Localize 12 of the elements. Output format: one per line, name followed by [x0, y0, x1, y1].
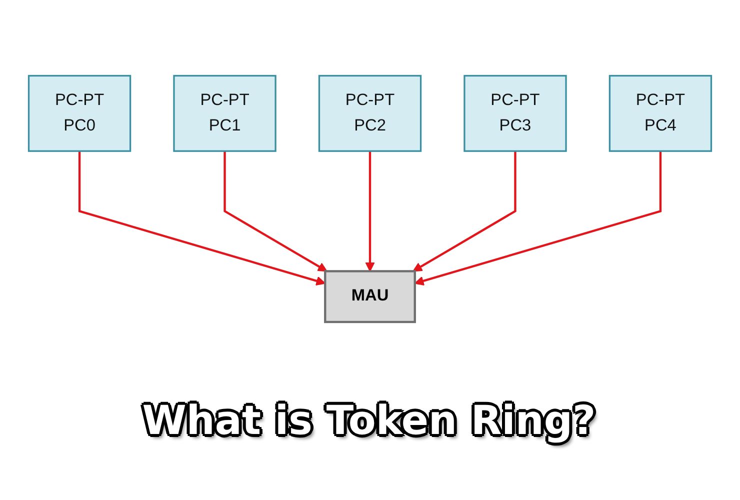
- arrow: [78, 151, 326, 286]
- node-box: PC-PT PC0: [28, 75, 132, 152]
- arrow: [412, 151, 516, 272]
- node-box: PC-PT PC2: [318, 75, 422, 152]
- node-box: PC-PT PC4: [608, 75, 712, 152]
- node-box: MAU: [324, 270, 416, 324]
- arrow: [414, 151, 662, 286]
- node-box: PC-PT PC1: [173, 75, 276, 152]
- arrow: [224, 151, 328, 272]
- title: What is Token Ring?: [132, 390, 608, 456]
- node-box: PC-PT PC3: [464, 75, 567, 152]
- arrow: [365, 151, 375, 272]
